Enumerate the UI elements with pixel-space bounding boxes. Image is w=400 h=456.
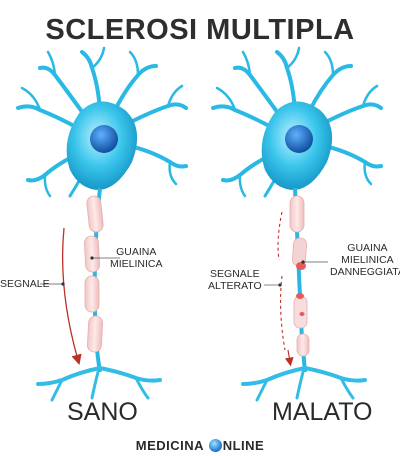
healthy-axon-terminal (36, 366, 162, 402)
sick-myelin-sheath (289, 195, 310, 357)
sick-sheath-label: GUAINA MIELINICA DANNEGGIATA (330, 242, 400, 278)
sick-neuron (211, 46, 383, 402)
diagram-title: SCLEROSI MULTIPLA (45, 14, 355, 46)
sick-signal-arrow-2 (280, 275, 286, 351)
sick-signal-arrow-1 (277, 211, 283, 261)
healthy-myelin-sheath (84, 195, 104, 353)
brand-watermark: MEDICINA NLINE (135, 438, 265, 453)
globe-icon (208, 439, 222, 452)
healthy-neuron (16, 46, 188, 402)
healthy-nucleus (90, 125, 118, 153)
healthy-signal-arrow (61, 227, 82, 366)
sick-axon-terminal (241, 366, 367, 402)
sick-nucleus (285, 125, 313, 153)
healthy-signal-label: SEGNALE (0, 278, 50, 290)
sick-signal-label: SEGNALE ALTERATO (208, 268, 262, 292)
healthy-state-label: SANO (67, 398, 138, 426)
sick-damage-spots (296, 262, 306, 316)
healthy-sheath-label: GUAINA MIELINICA (110, 246, 163, 270)
sick-state-label: MALATO (272, 398, 373, 426)
